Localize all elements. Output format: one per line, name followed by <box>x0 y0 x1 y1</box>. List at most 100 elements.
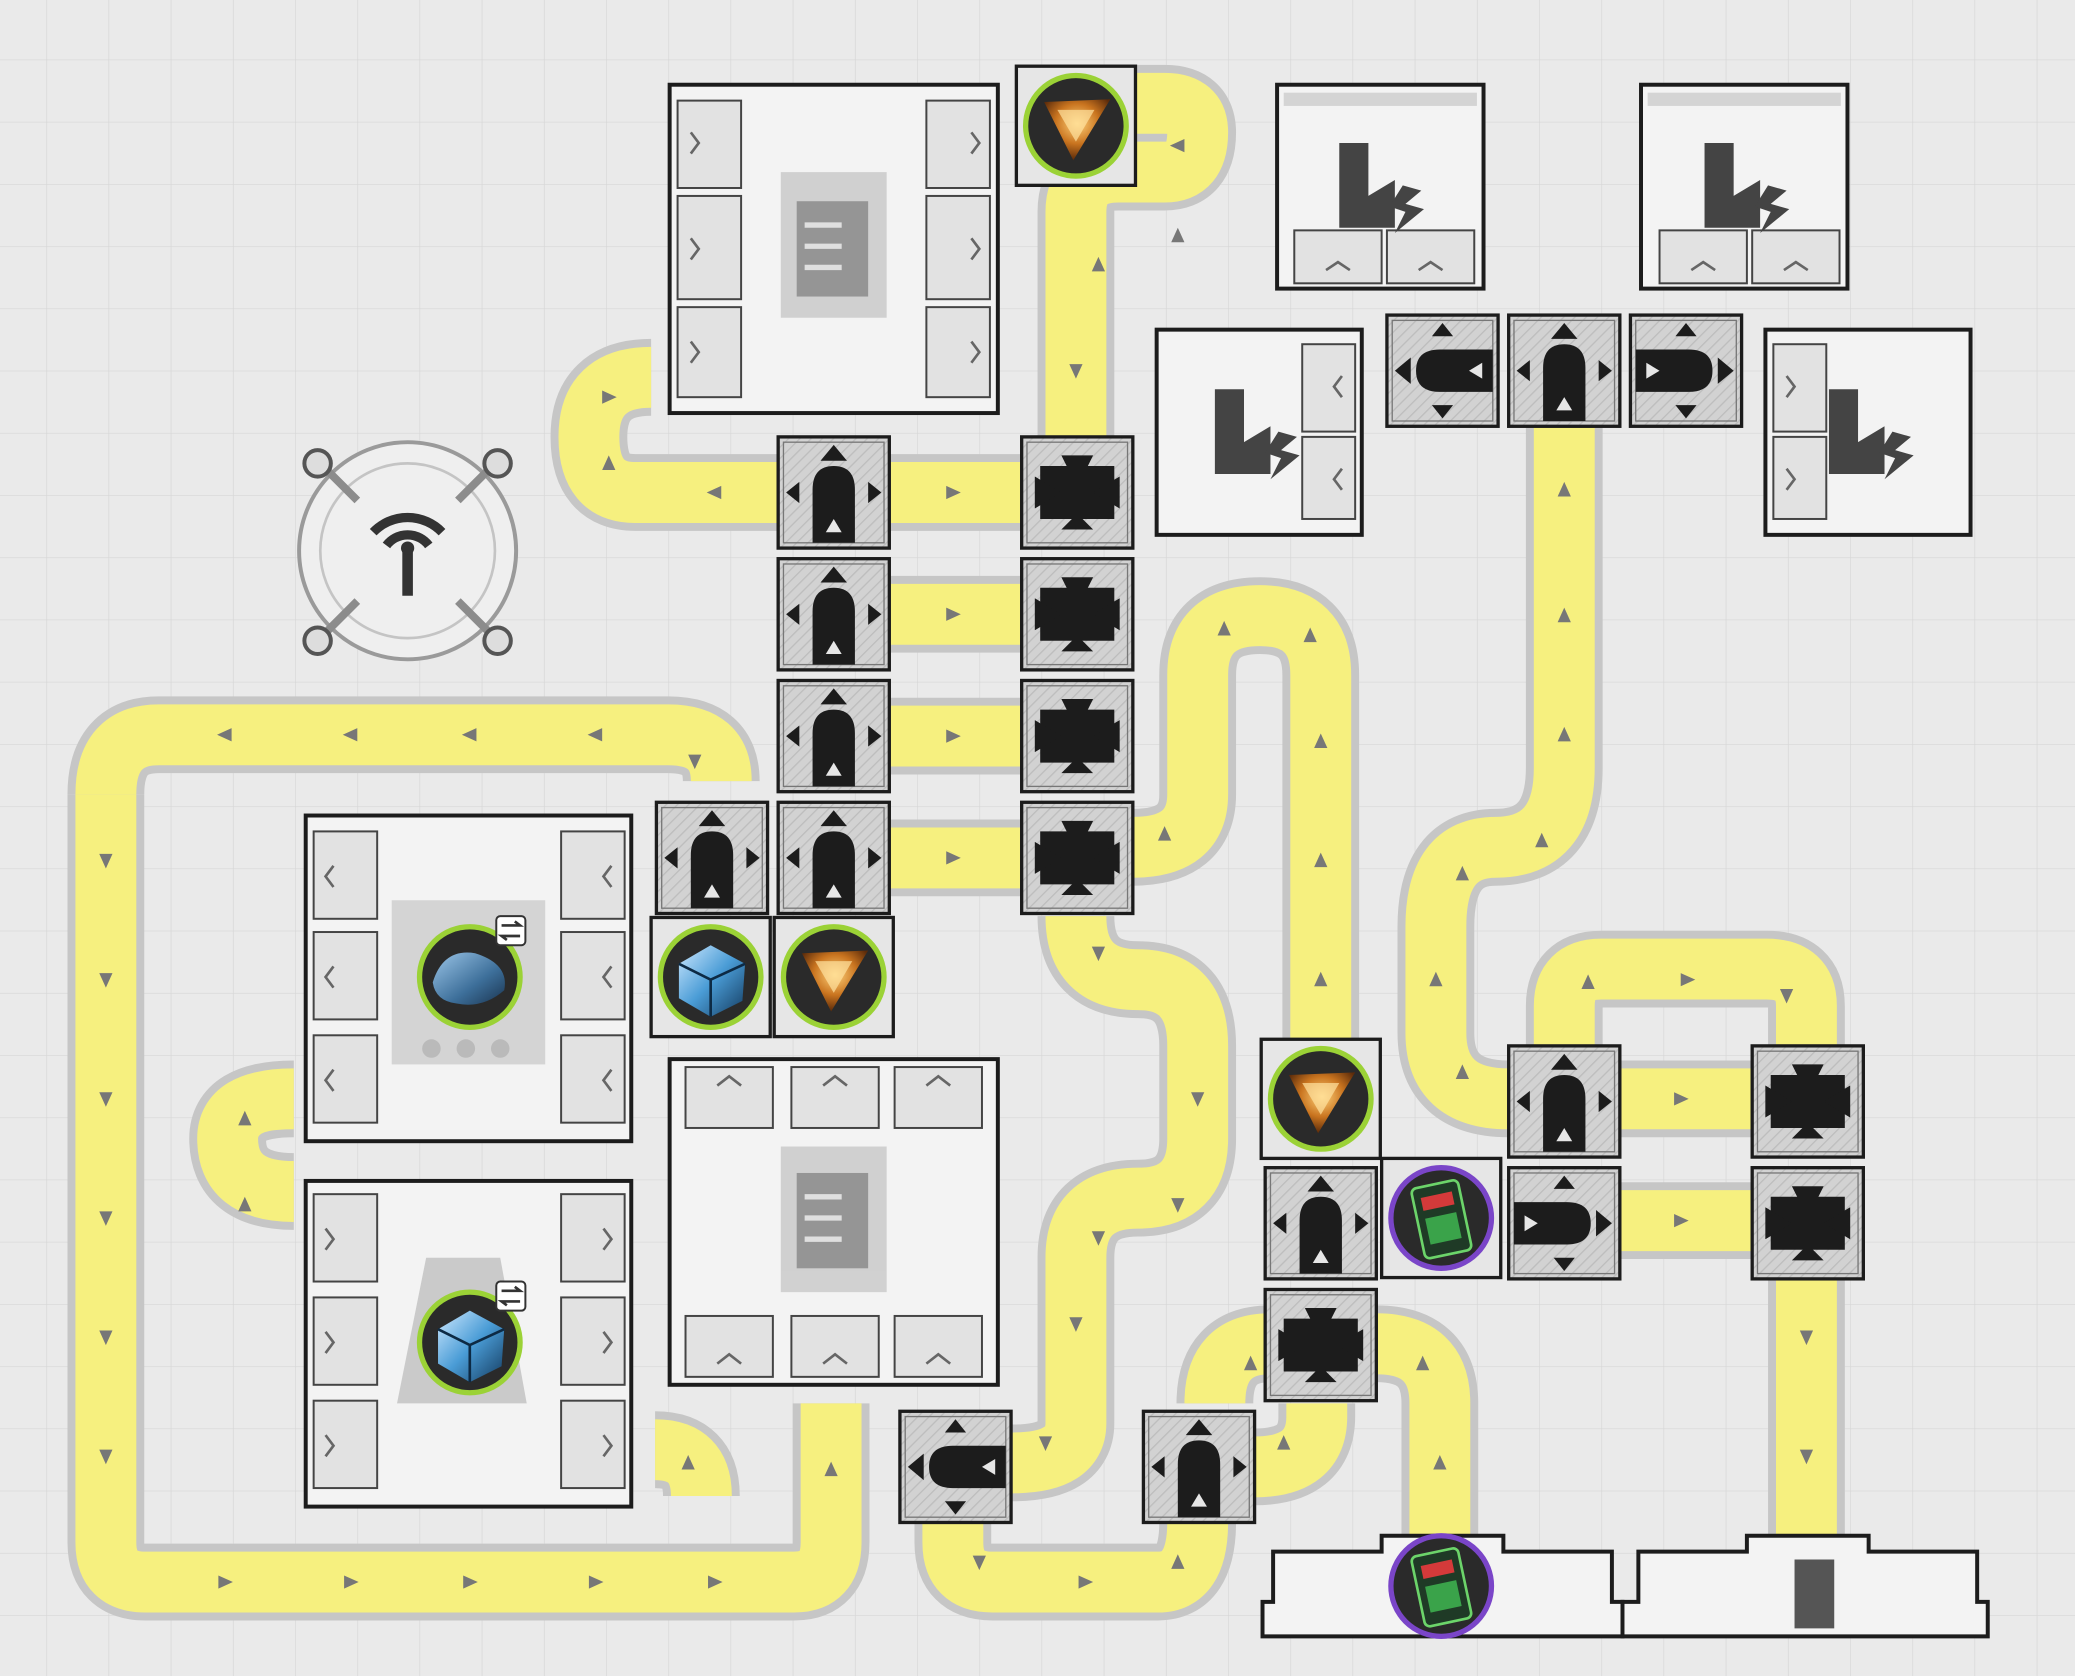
assembler-icon <box>780 1146 887 1293</box>
belt-arrow-icon <box>587 728 603 742</box>
battery-icon[interactable] <box>1388 1533 1495 1639</box>
belt-arrow-icon <box>1433 1454 1447 1470</box>
radar-tower[interactable] <box>297 440 519 662</box>
sorter-tile[interactable] <box>1750 1044 1866 1159</box>
belt <box>1253 1386 1348 1498</box>
splitter-icon <box>786 810 882 909</box>
sorter-tile[interactable] <box>1628 313 1744 428</box>
sorter-tile[interactable] <box>1020 678 1135 794</box>
belt-arrow-icon <box>1171 1554 1185 1569</box>
generator-right[interactable] <box>1763 327 1973 537</box>
swap-icon[interactable] <box>495 1280 527 1312</box>
belt-arrow-icon <box>1314 852 1328 868</box>
belt-arrows <box>99 139 1814 1589</box>
sorter-tile[interactable] <box>1141 1409 1257 1525</box>
belt-arrow-icon <box>972 1555 986 1571</box>
sorter-tile[interactable] <box>1263 1166 1378 1281</box>
belt <box>1533 938 1837 1046</box>
exit-icon <box>1794 1559 1835 1629</box>
belt-arrow-icon <box>681 1454 695 1470</box>
belt-arrow-icon <box>946 851 961 865</box>
refinery-upper[interactable] <box>303 813 634 1144</box>
belt-arrow-icon <box>1171 1198 1185 1213</box>
belt <box>922 1511 1229 1613</box>
belt-arrow-icon <box>1069 1317 1083 1332</box>
sorter-tile[interactable] <box>776 557 891 672</box>
merger-icon <box>1765 1064 1851 1139</box>
generator-top-a[interactable] <box>1275 82 1486 291</box>
sorter-tile[interactable] <box>1020 557 1135 672</box>
belt <box>1184 1313 1272 1405</box>
belt-arrow-icon <box>1303 627 1317 643</box>
merger-icon <box>1765 1186 1851 1261</box>
belt-arrow-icon <box>461 728 477 742</box>
belt-arrow-icon <box>1416 1355 1430 1371</box>
splitter-icon <box>1394 323 1493 419</box>
amber-crystal-icon[interactable] <box>1259 1037 1382 1161</box>
merger-icon <box>1278 1308 1364 1383</box>
sorter-tile[interactable] <box>1507 1044 1622 1159</box>
sorter-tile[interactable] <box>898 1409 1013 1525</box>
merger-icon <box>1034 699 1120 774</box>
sorter-tile[interactable] <box>1507 1166 1622 1281</box>
belt-arrow-icon <box>238 1196 252 1212</box>
amber-crystal-icon[interactable] <box>1014 64 1138 188</box>
assembler-middle[interactable] <box>667 1057 1000 1387</box>
battery-icon[interactable] <box>1379 1156 1503 1280</box>
belt <box>75 704 752 796</box>
sorter-tile[interactable] <box>1750 1166 1866 1281</box>
splitter-icon <box>786 566 882 665</box>
belt-arrow-icon <box>1038 1436 1053 1451</box>
belt-arrow-icon <box>344 1575 359 1589</box>
sorter-tile[interactable] <box>1020 435 1135 550</box>
blue-cube-icon[interactable] <box>649 915 772 1039</box>
splitter-icon <box>786 688 882 787</box>
sorter-tile[interactable] <box>776 435 891 550</box>
assembler-top[interactable] <box>667 82 1000 416</box>
blue-ore-icon[interactable] <box>416 915 527 1030</box>
generator-top-b[interactable] <box>1639 82 1850 291</box>
sorter-tile[interactable] <box>654 800 770 916</box>
sorter-tile[interactable] <box>1385 313 1500 428</box>
items <box>416 64 1503 1639</box>
belt-arrow-icon <box>1157 826 1172 841</box>
belt-arrow-icon <box>1243 1355 1258 1371</box>
sorter-tile[interactable] <box>1507 313 1622 428</box>
sorter-tile[interactable] <box>776 678 891 794</box>
belt-arrow-icon <box>1674 1092 1689 1106</box>
belt-arrow-icon <box>708 1575 723 1589</box>
assembler-icon <box>780 172 887 318</box>
amber-crystal-icon[interactable] <box>772 915 895 1039</box>
belt-arrow-icon <box>1557 481 1571 497</box>
lightning-icon <box>1754 185 1790 234</box>
swap-icon[interactable] <box>495 915 527 947</box>
output-terminal-right[interactable] <box>1620 1533 1990 1639</box>
belt-arrow-icon <box>1680 973 1696 987</box>
belt-arrow-icon <box>688 754 702 770</box>
splitter-icon <box>664 810 760 909</box>
belt <box>1011 914 1229 1494</box>
sorter-tile[interactable] <box>1263 1287 1378 1403</box>
generator-icon <box>1339 142 1395 228</box>
generator-icon <box>1828 389 1885 474</box>
splitter-icon <box>1516 323 1612 422</box>
belt-arrow-icon <box>1078 1575 1094 1589</box>
splitter-icon <box>1151 1419 1247 1518</box>
belt-arrow-icon <box>946 607 961 621</box>
generator-left[interactable] <box>1154 327 1364 537</box>
belt-arrow-icon <box>588 1575 604 1589</box>
sorters <box>654 313 1866 1525</box>
merger-icon <box>1034 455 1120 530</box>
belt-arrow-icon <box>1535 832 1549 848</box>
generator-icon <box>1704 142 1761 228</box>
belt-arrow-icon <box>238 1110 252 1126</box>
sorter-tile[interactable] <box>776 800 891 916</box>
blue-cube-icon[interactable] <box>416 1280 527 1396</box>
sorter-tile[interactable] <box>1020 800 1135 916</box>
belt-arrow-icon <box>1091 1231 1106 1246</box>
belt-arrow-icon <box>602 390 617 404</box>
belt-arrow-icon <box>99 1092 113 1107</box>
lightning-icon <box>1879 431 1914 480</box>
